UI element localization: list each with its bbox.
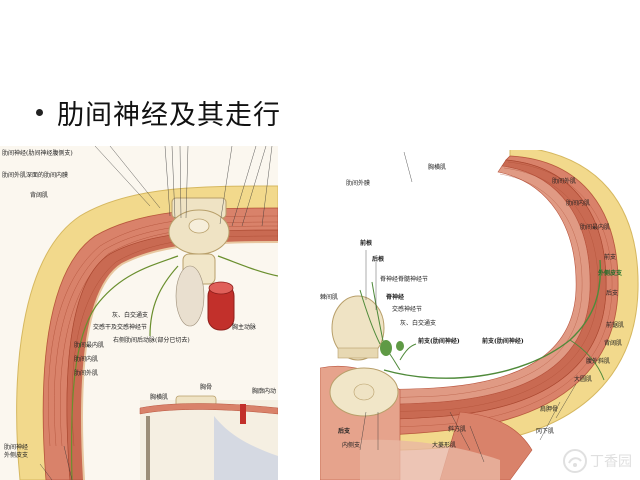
label-sympathetic-trunk: 交感干及交感神经节 [93, 324, 148, 331]
label-posterior-root: 后根 [372, 256, 385, 263]
right-anatomy-drawing [320, 150, 639, 480]
label-external-intercostal: 肋间外肌 [552, 178, 577, 185]
label-trapezius: 斜方肌 [448, 426, 467, 433]
label-posterior-intercostal-artery: 右侧肋间后动脉(部分已切去) [113, 337, 190, 344]
label-latissimus-dorsi: 背阔肌 [604, 340, 623, 347]
label-innermost-intercostal: 肋间最内肌 [580, 224, 611, 231]
label-sternum: 胸骨 [200, 384, 213, 391]
label-external-oblique: 腹外斜肌 [586, 358, 611, 365]
label-transversus: 胸横肌 [428, 164, 447, 171]
left-anatomy-drawing [16, 146, 278, 480]
title-row: 肋间神经及其走行 [36, 92, 281, 132]
label-spinal-ganglion: 脊神经脊髓神经节 [380, 276, 429, 283]
label-sympathetic-ganglion: 交感神经节 [392, 306, 423, 313]
right-anatomy-illustration: 胸横肌 肋间外膜 肋间外肌 肋间内肌 肋间最内肌 前根 后根 脊神经脊髓神经节 … [320, 150, 640, 480]
label-latissimus-dorsi: 背阔肌 [30, 192, 49, 199]
label-posterior-ramus: 后支 [338, 428, 351, 435]
label-thoracic-aorta: 胸主动脉 [232, 324, 257, 331]
label-medial-branch: 内侧支 [342, 442, 361, 449]
watermark-text: 丁香园 [590, 454, 632, 470]
label-serratus-anterior: 前锯肌 [606, 322, 625, 329]
label-rami-communicantes: 灰、白交通支 [400, 320, 437, 327]
label-scapula: 肩胛骨 [540, 406, 559, 413]
label-anterior-ramus-right: 前支(肋间神经) [482, 338, 524, 345]
dxy-logo-icon [563, 449, 587, 473]
label-intercostal-membrane: 肋间外肌深面的肋间内膜 [2, 172, 69, 179]
label-external-intercostal-membrane: 肋间外膜 [346, 180, 371, 187]
label-rami-communicantes: 灰、白交通支 [112, 312, 149, 319]
label-rhomboid-major: 大菱形肌 [432, 442, 457, 449]
label-internal-intercostal: 肋间内肌 [74, 356, 99, 363]
label-intercostal-nerve: 肋间神经(肋间神经腹侧支) [2, 150, 73, 157]
label-infraspinatus: 冈下肌 [536, 428, 555, 435]
label-anterior-root: 前根 [360, 240, 373, 247]
label-innermost-intercostal: 肋间最内肌 [74, 342, 105, 349]
label-teres-major: 大圆肌 [574, 376, 593, 383]
bullet-icon [36, 108, 43, 116]
watermark: 丁香园 [562, 448, 632, 474]
label-spinal-nerve: 脊神经 [386, 294, 405, 301]
label-intercostal-nerve-bottom: 肋间神经 [4, 444, 29, 451]
label-external-intercostal: 肋间外肌 [74, 370, 99, 377]
label-interspinous: 棘间肌 [320, 294, 339, 301]
label-internal-thoracic: 胸廓内动 [252, 388, 277, 395]
label-anterior-ramus-left: 前支(肋间神经) [418, 338, 460, 345]
label-anterior-branch: 前支 [604, 254, 617, 261]
label-posterior-branch: 后支 [606, 290, 619, 297]
label-transversus-thoracis: 胸横肌 [150, 394, 169, 401]
slide-title: 肋间神经及其走行 [57, 99, 281, 131]
label-lateral-cutaneous-branch: 外侧皮支 [4, 452, 29, 459]
left-anatomy-illustration: 肋间神经(肋间神经腹侧支) 肋间外肌深面的肋间内膜 背阔肌 灰、白交通支 交感干… [0, 146, 278, 480]
label-internal-intercostal: 肋间内肌 [566, 200, 591, 207]
label-lateral-cutaneous: 外侧皮支 [598, 270, 623, 277]
